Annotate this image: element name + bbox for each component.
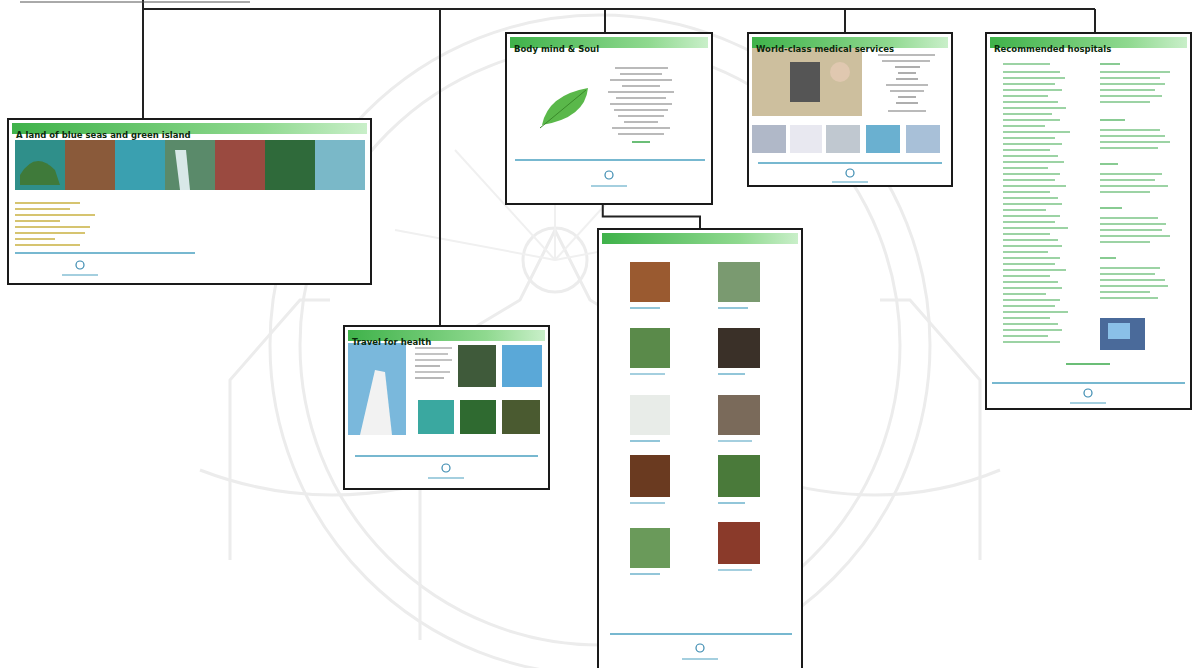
title-bar: Recommended hospitals: [990, 37, 1187, 48]
text-lines: [878, 55, 935, 111]
footer-line: [682, 658, 718, 659]
footer-links: [610, 633, 792, 635]
title-bar: Travel for health: [348, 330, 545, 341]
link-line: [632, 141, 650, 143]
footer-links: [15, 252, 195, 254]
page-title: Recommended hospitals: [990, 44, 1115, 55]
footer-links: [355, 455, 538, 457]
footer-logo: [442, 464, 450, 472]
photo-screen: [1108, 323, 1130, 339]
footer-line: [591, 185, 627, 186]
footer-links: [992, 382, 1185, 384]
photos: [348, 343, 542, 435]
hospital-list-left: [1003, 64, 1070, 342]
photo-grid: [630, 262, 760, 568]
footer-logo: [76, 261, 84, 269]
back-link: [1066, 363, 1110, 365]
web-page-thumbnail: [597, 228, 803, 668]
watermark-seal: [200, 15, 1000, 668]
footer-logo: [696, 644, 704, 652]
page-grounds: [7, 32, 1192, 668]
page-title: Body mind & Soul: [510, 44, 603, 55]
footer-line: [832, 181, 868, 182]
footer-line: [428, 477, 464, 478]
web-page-thumbnail: A land of blue seas and green island: [7, 118, 372, 285]
parent-link-underline: [20, 2, 250, 3]
footer-links: [758, 162, 942, 164]
caption-lines: [630, 308, 752, 574]
footer-logo: [605, 171, 613, 179]
page-title: World-class medical services: [752, 44, 898, 55]
web-page-thumbnail: Body mind & Soul: [505, 32, 713, 205]
photo: [1100, 318, 1145, 350]
title-bar: Body mind & Soul: [510, 37, 708, 48]
page-title: Travel for health: [348, 337, 435, 348]
web-page-thumbnail: Travel for health: [343, 325, 550, 490]
hospital-list-right: [1100, 64, 1170, 298]
text-lines: [608, 68, 674, 134]
footer-line: [1070, 402, 1106, 403]
title-bar: World-class medical services: [752, 37, 948, 48]
page-title: A land of blue seas and green island: [12, 130, 195, 141]
footer-logo: [1084, 389, 1092, 397]
web-page-thumbnail: Recommended hospitals: [985, 32, 1192, 410]
title-bar: A land of blue seas and green island: [12, 123, 367, 134]
title-bar: [602, 233, 798, 244]
photo-strip: [15, 140, 365, 190]
footer-logo: [846, 169, 854, 177]
text-lines: [415, 348, 452, 378]
web-page-thumbnail: World-class medical services: [747, 32, 953, 187]
leaf-stem: [540, 90, 586, 128]
footer-line: [62, 274, 98, 275]
footer-links: [515, 159, 705, 161]
page-link-line: [603, 205, 700, 228]
photos: [752, 48, 940, 153]
text-lines: [15, 203, 95, 245]
